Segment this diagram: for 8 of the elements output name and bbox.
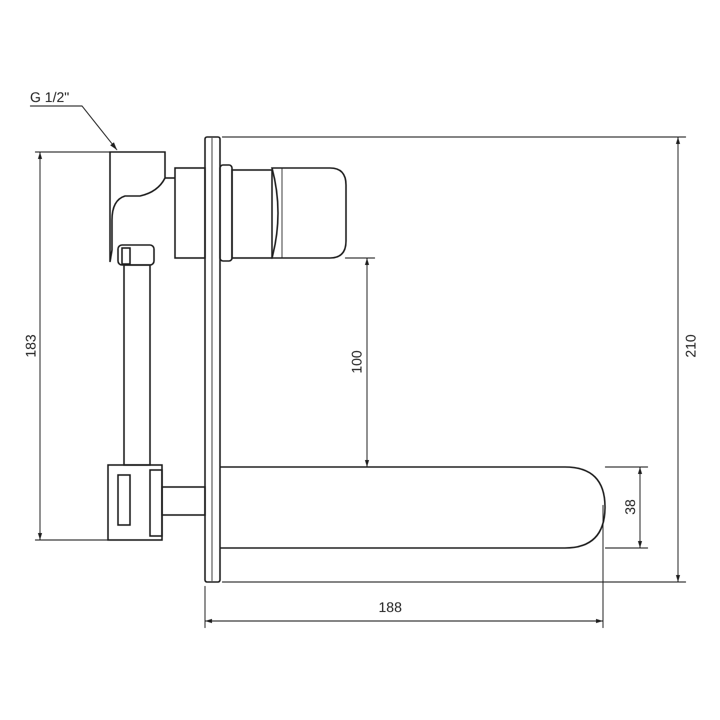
dimension-label: 183 (22, 334, 38, 358)
leader-line (30, 106, 118, 150)
dimension-label: 38 (622, 499, 638, 515)
dimension-label: 100 (348, 350, 364, 374)
dimension-label: 188 (378, 599, 402, 615)
dimension-label: 210 (682, 334, 698, 358)
thread-size-label: G 1/2" (30, 89, 70, 105)
pipe-fitting-drawing (109, 151, 175, 266)
